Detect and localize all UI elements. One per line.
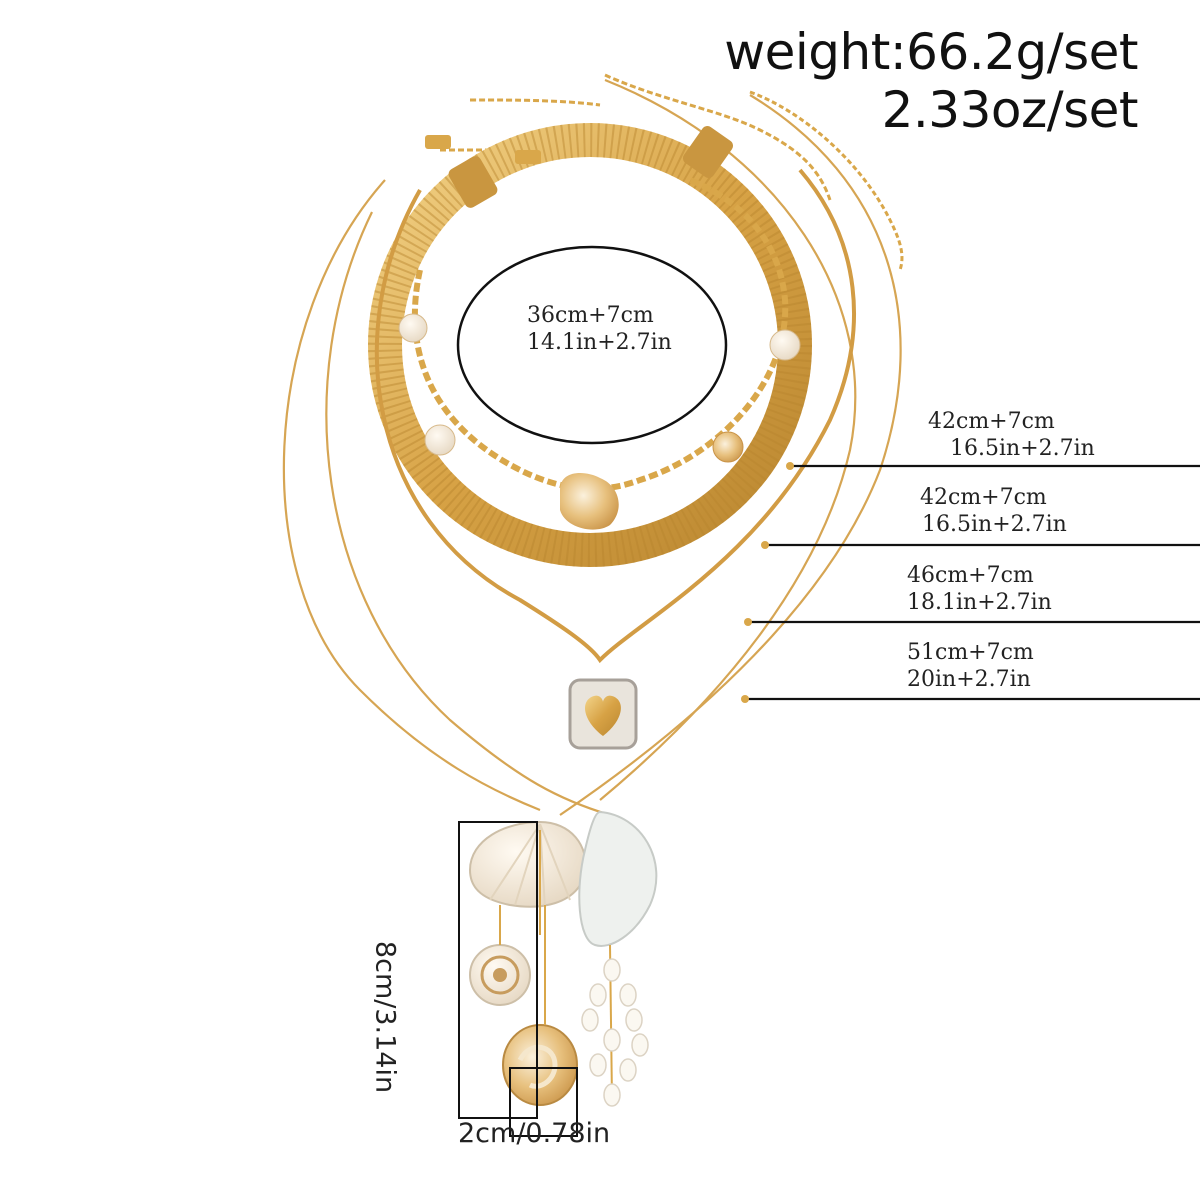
pendant-height-label: 8cm/3.14in [369,940,401,1094]
length-2-in: 16.5in+2.7in [922,512,1067,537]
length-4-cm: 51cm+7cm [907,640,1034,665]
length-1-cm: 42cm+7cm [928,409,1055,434]
heart-pendant [568,678,638,750]
weight-ounces: 2.33oz/set [881,81,1139,139]
marble-shell [502,1024,578,1106]
choker-length-in: 14.1in+2.7in [527,330,672,355]
pearl-cluster [581,958,649,1107]
length-3-cm: 46cm+7cm [907,563,1034,588]
length-4-in: 20in+2.7in [907,667,1031,692]
length-2-cm: 42cm+7cm [920,485,1047,510]
measurement-dots [741,462,794,703]
width-bracket [509,1067,578,1137]
leaf-shell [578,810,658,947]
pendant-chain [374,168,856,750]
length-1-in: 16.5in+2.7in [950,436,1095,461]
outer-chain [282,78,902,817]
measurement-lines [745,464,1200,701]
choker-chain [398,135,801,530]
fan-shell [468,820,587,909]
length-3-in: 18.1in+2.7in [907,590,1052,615]
choker-ring-outline [456,245,728,445]
snail-shell [469,944,531,1006]
height-bracket [458,821,538,1119]
choker-length-cm: 36cm+7cm [527,303,654,328]
pendant-width-label: 2cm/0.78in [458,1118,611,1149]
weight-grams: weight:66.2g/set [724,23,1138,81]
